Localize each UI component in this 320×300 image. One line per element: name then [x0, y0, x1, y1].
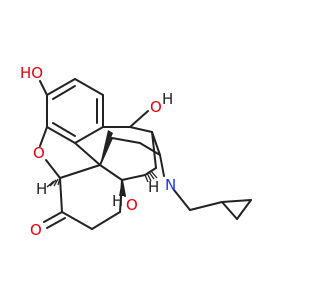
bond — [74, 142, 101, 166]
bond — [121, 174, 146, 181]
amine-nitrogen: N — [165, 176, 176, 194]
bond — [39, 126, 48, 147]
bond — [221, 201, 238, 220]
bond — [173, 189, 191, 211]
bond — [46, 78, 76, 96]
bond — [46, 126, 76, 144]
bond — [221, 199, 252, 203]
bond — [91, 211, 121, 230]
bond — [74, 78, 104, 96]
aromatic-ring — [46, 78, 104, 144]
bond — [39, 80, 48, 96]
bond — [139, 142, 161, 156]
bond — [151, 131, 161, 156]
bond — [59, 177, 63, 213]
bond — [74, 126, 104, 144]
hashed-bond-right — [144, 170, 158, 183]
hydroxyl-top-left-label: HO — [20, 64, 43, 82]
bond — [46, 217, 66, 229]
wedge-bond — [100, 130, 113, 165]
bond — [236, 199, 252, 220]
bridgehead-hydroxyl: O H — [112, 192, 138, 214]
bond — [59, 164, 101, 179]
bond — [99, 137, 113, 166]
bridgehead-hydroxyl-oxygen: O — [126, 196, 138, 214]
bridgehead-hydroxyl-hydrogen: H — [112, 192, 123, 210]
bond — [99, 164, 123, 181]
hydroxyl-top-left: HO — [20, 64, 43, 82]
stereo-hydrogen-right: H — [148, 178, 159, 196]
molecule-structure-diagram: HO O H O O O H N H H — [20, 64, 252, 239]
bond — [52, 122, 76, 137]
bond — [45, 159, 61, 179]
bond — [129, 110, 149, 128]
wedge-bond — [119, 180, 126, 196]
bond — [111, 137, 141, 144]
hydroxyl-right-oxygen: O — [150, 98, 162, 116]
bond — [52, 85, 76, 100]
bond — [189, 201, 223, 211]
ether-oxygen: O — [33, 144, 45, 162]
hydroxyl-right-hydrogen: H — [162, 90, 173, 108]
stereo-hydrogen-left: H — [36, 180, 47, 198]
bond — [43, 211, 63, 223]
bond — [129, 126, 153, 133]
ketone-oxygen: O — [30, 221, 42, 239]
hashed-bond-left — [46, 177, 61, 188]
hydroxyl-right: O H — [150, 90, 173, 116]
bond — [61, 211, 93, 230]
bond — [151, 131, 157, 169]
bond — [159, 154, 165, 177]
